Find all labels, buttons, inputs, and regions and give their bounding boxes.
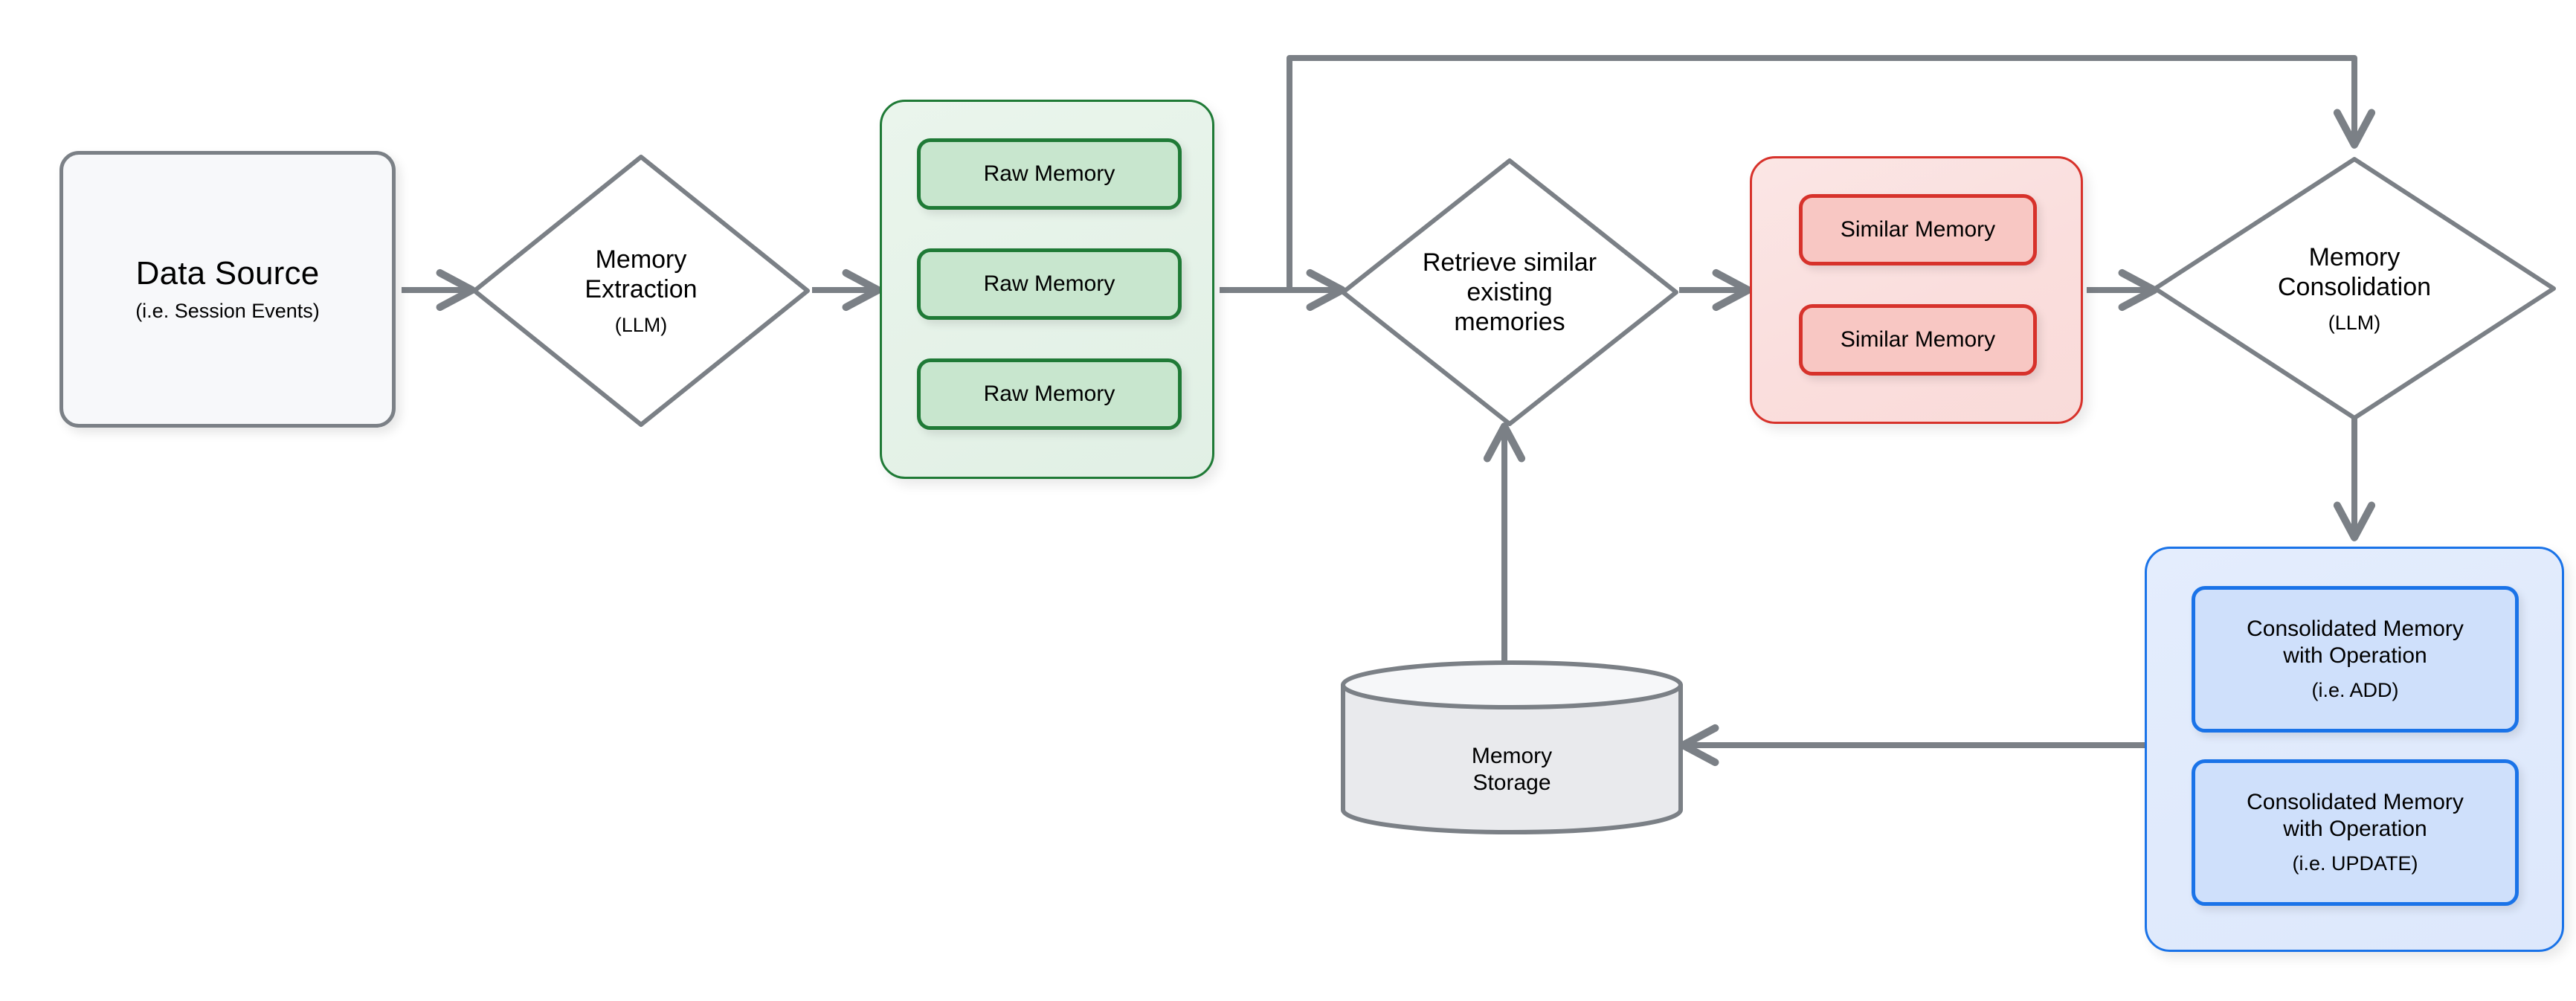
data-source-subtitle: (i.e. Session Events) [135, 300, 320, 323]
consolidated-memory-line2: with Operation [2283, 817, 2427, 842]
similar-memory-chip[interactable]: Similar Memory [1799, 304, 2037, 376]
memory-storage-cylinder-shape [1341, 660, 1683, 834]
memory-extraction-diamond-shape [472, 155, 810, 427]
similar-memory-chip[interactable]: Similar Memory [1799, 194, 2037, 265]
consolidated-memory-line2: with Operation [2283, 643, 2427, 669]
node-memory-storage[interactable]: Memory Storage [1337, 658, 1687, 837]
raw-memory-chip[interactable]: Raw Memory [917, 248, 1182, 320]
consolidated-memory-line1: Consolidated Memory [2247, 617, 2464, 642]
group-raw-memory: Raw Memory Raw Memory Raw Memory [880, 100, 1214, 479]
retrieve-similar-diamond-shape [1341, 158, 1678, 426]
consolidated-memory-chip[interactable]: Consolidated Memory with Operation (i.e.… [2192, 759, 2519, 906]
raw-memory-chip[interactable]: Raw Memory [917, 138, 1182, 210]
memory-consolidation-diamond-shape [2153, 157, 2556, 420]
node-memory-consolidation[interactable]: Memory Consolidation (LLM) [2151, 155, 2558, 422]
similar-memory-label: Similar Memory [1840, 217, 1996, 242]
node-retrieve-similar-memories[interactable]: Retrieve similar existing memories [1339, 156, 1681, 428]
raw-memory-chip[interactable]: Raw Memory [917, 358, 1182, 430]
data-source-title: Data Source [135, 255, 320, 292]
node-memory-extraction[interactable]: Memory Extraction (LLM) [470, 152, 812, 429]
similar-memory-label: Similar Memory [1840, 327, 1996, 352]
group-consolidated-memory: Consolidated Memory with Operation (i.e.… [2145, 547, 2564, 952]
consolidated-memory-operation: (i.e. ADD) [2311, 679, 2399, 702]
consolidated-memory-chip[interactable]: Consolidated Memory with Operation (i.e.… [2192, 586, 2519, 733]
group-similar-memory: Similar Memory Similar Memory [1750, 156, 2083, 424]
consolidated-memory-operation: (i.e. UPDATE) [2292, 852, 2418, 875]
raw-memory-label: Raw Memory [983, 382, 1115, 406]
node-data-source[interactable]: Data Source (i.e. Session Events) [59, 151, 396, 428]
raw-memory-label: Raw Memory [983, 161, 1115, 186]
raw-memory-label: Raw Memory [983, 271, 1115, 296]
consolidated-memory-line1: Consolidated Memory [2247, 790, 2464, 815]
